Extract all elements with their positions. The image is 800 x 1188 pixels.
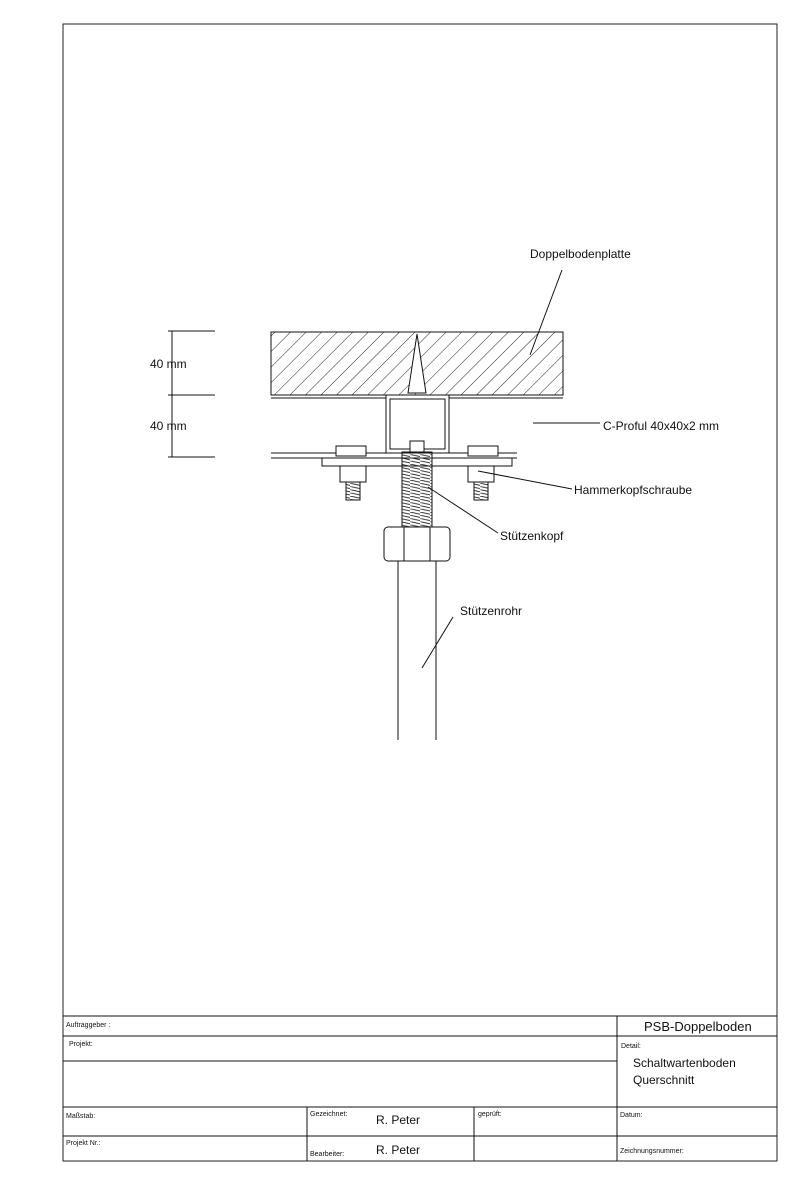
bearbeiter-label: Bearbeiter: <box>310 1151 344 1158</box>
hammer-head-screw-left <box>335 445 367 501</box>
leader-plate <box>529 269 563 356</box>
dimension-label-1: 40 mm <box>150 357 187 371</box>
drawing-frame <box>62 23 778 1162</box>
dimension-lines <box>168 330 215 458</box>
bearbeiter-value: R. Peter <box>376 1143 420 1157</box>
leader-screw <box>477 470 573 490</box>
detail-label: Detail: <box>621 1043 641 1050</box>
projekt-label: Projekt: <box>69 1041 93 1048</box>
zeichnungsnummer-label: Zeichnungsnummer: <box>620 1148 684 1155</box>
label-plate: Doppelbodenplatte <box>530 247 631 261</box>
detail-line-2: Querschnitt <box>633 1073 695 1087</box>
label-tube: Stützenrohr <box>460 604 522 618</box>
hammer-head-screw-right <box>467 445 499 501</box>
label-head: Stützenkopf <box>500 529 564 543</box>
geprueft-label: geprüft: <box>478 1111 502 1118</box>
auftraggeber-label: Auftraggeber : <box>66 1022 110 1029</box>
projekt-nr-label: Projekt Nr.: <box>66 1140 101 1147</box>
c-profile <box>385 394 450 454</box>
gezeichnet-value: R. Peter <box>376 1113 420 1127</box>
leader-head <box>427 486 499 534</box>
label-profile: C-Proful 40x40x2 mm <box>603 419 719 433</box>
leader-tube <box>421 616 454 669</box>
company-name: PSB-Doppelboden <box>644 1019 752 1034</box>
detail-line-1: Schaltwartenboden <box>633 1056 736 1070</box>
title-block <box>63 1015 777 1161</box>
label-screw: Hammerkopfschraube <box>574 483 692 497</box>
support-head-thread <box>401 451 433 528</box>
gezeichnet-label: Gezeichnet: <box>310 1111 347 1118</box>
masstab-label: Maßstab: <box>66 1113 95 1120</box>
cross-section-drawing <box>168 269 600 740</box>
panel-joint-spike <box>407 333 427 394</box>
hex-nut <box>383 526 451 562</box>
datum-label: Datum: <box>620 1112 643 1119</box>
dimension-label-2: 40 mm <box>150 419 187 433</box>
